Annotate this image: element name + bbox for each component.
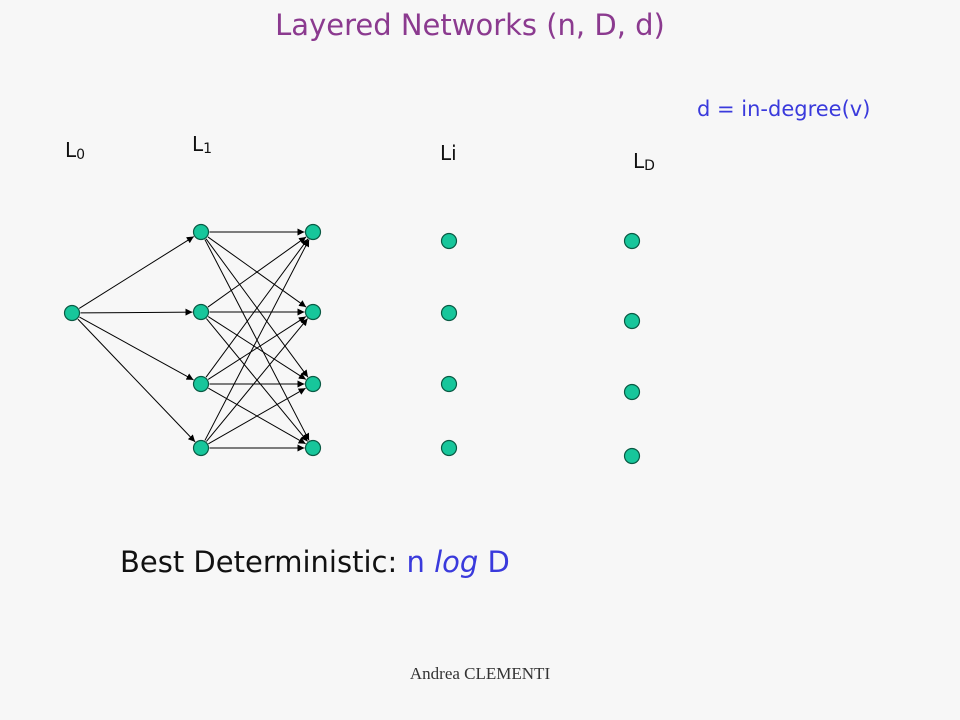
node-li-3 xyxy=(440,439,458,457)
layer-label-li: Li xyxy=(440,141,457,165)
node-ld-1 xyxy=(623,312,641,330)
edge-l0-to-l1-2 xyxy=(79,316,194,381)
node-ld-0 xyxy=(623,232,641,250)
layer-label-ld: LD xyxy=(633,149,655,174)
footer-author: Andrea CLEMENTI xyxy=(409,664,551,683)
node-l1-2 xyxy=(192,375,210,393)
node-ld-2 xyxy=(623,383,641,401)
edge-l0-to-l1-0 xyxy=(78,236,195,309)
formula-value: n log D xyxy=(406,545,510,579)
slide-title: Layered Networks (n, D, d) xyxy=(275,8,665,42)
edge-l0-to-l1-3 xyxy=(77,318,196,443)
node-l2-1 xyxy=(304,303,322,321)
best-deterministic-formula: Best Deterministic: n log D xyxy=(120,545,510,579)
layer-label-l0: L0 xyxy=(65,138,86,163)
edge-l1-3-to-l2-1 xyxy=(206,318,308,442)
edge-l1-2-to-l2-1 xyxy=(207,316,307,380)
edge-l1-3-to-l2-0 xyxy=(204,239,310,441)
edge-l1-1-to-l2-0 xyxy=(207,236,307,308)
edge-l0-to-l1-1 xyxy=(80,308,193,316)
node-l1-1 xyxy=(192,303,210,321)
node-ld-3 xyxy=(623,447,641,465)
edge-l1-2-to-l2-0 xyxy=(205,238,309,378)
node-l2-2 xyxy=(304,375,322,393)
node-li-0 xyxy=(440,232,458,250)
in-degree-note: d = in-degree(v) xyxy=(697,97,871,121)
node-l2-0 xyxy=(304,223,322,241)
node-l0-0 xyxy=(63,304,81,322)
node-l1-3 xyxy=(192,439,210,457)
layer-label-l1: L1 xyxy=(192,132,213,157)
formula-label: Best Deterministic: xyxy=(120,545,398,579)
node-li-2 xyxy=(440,375,458,393)
node-l2-3 xyxy=(304,439,322,457)
edge-l1-3-to-l2-2 xyxy=(208,387,306,445)
node-li-1 xyxy=(440,304,458,322)
node-l1-0 xyxy=(192,223,210,241)
